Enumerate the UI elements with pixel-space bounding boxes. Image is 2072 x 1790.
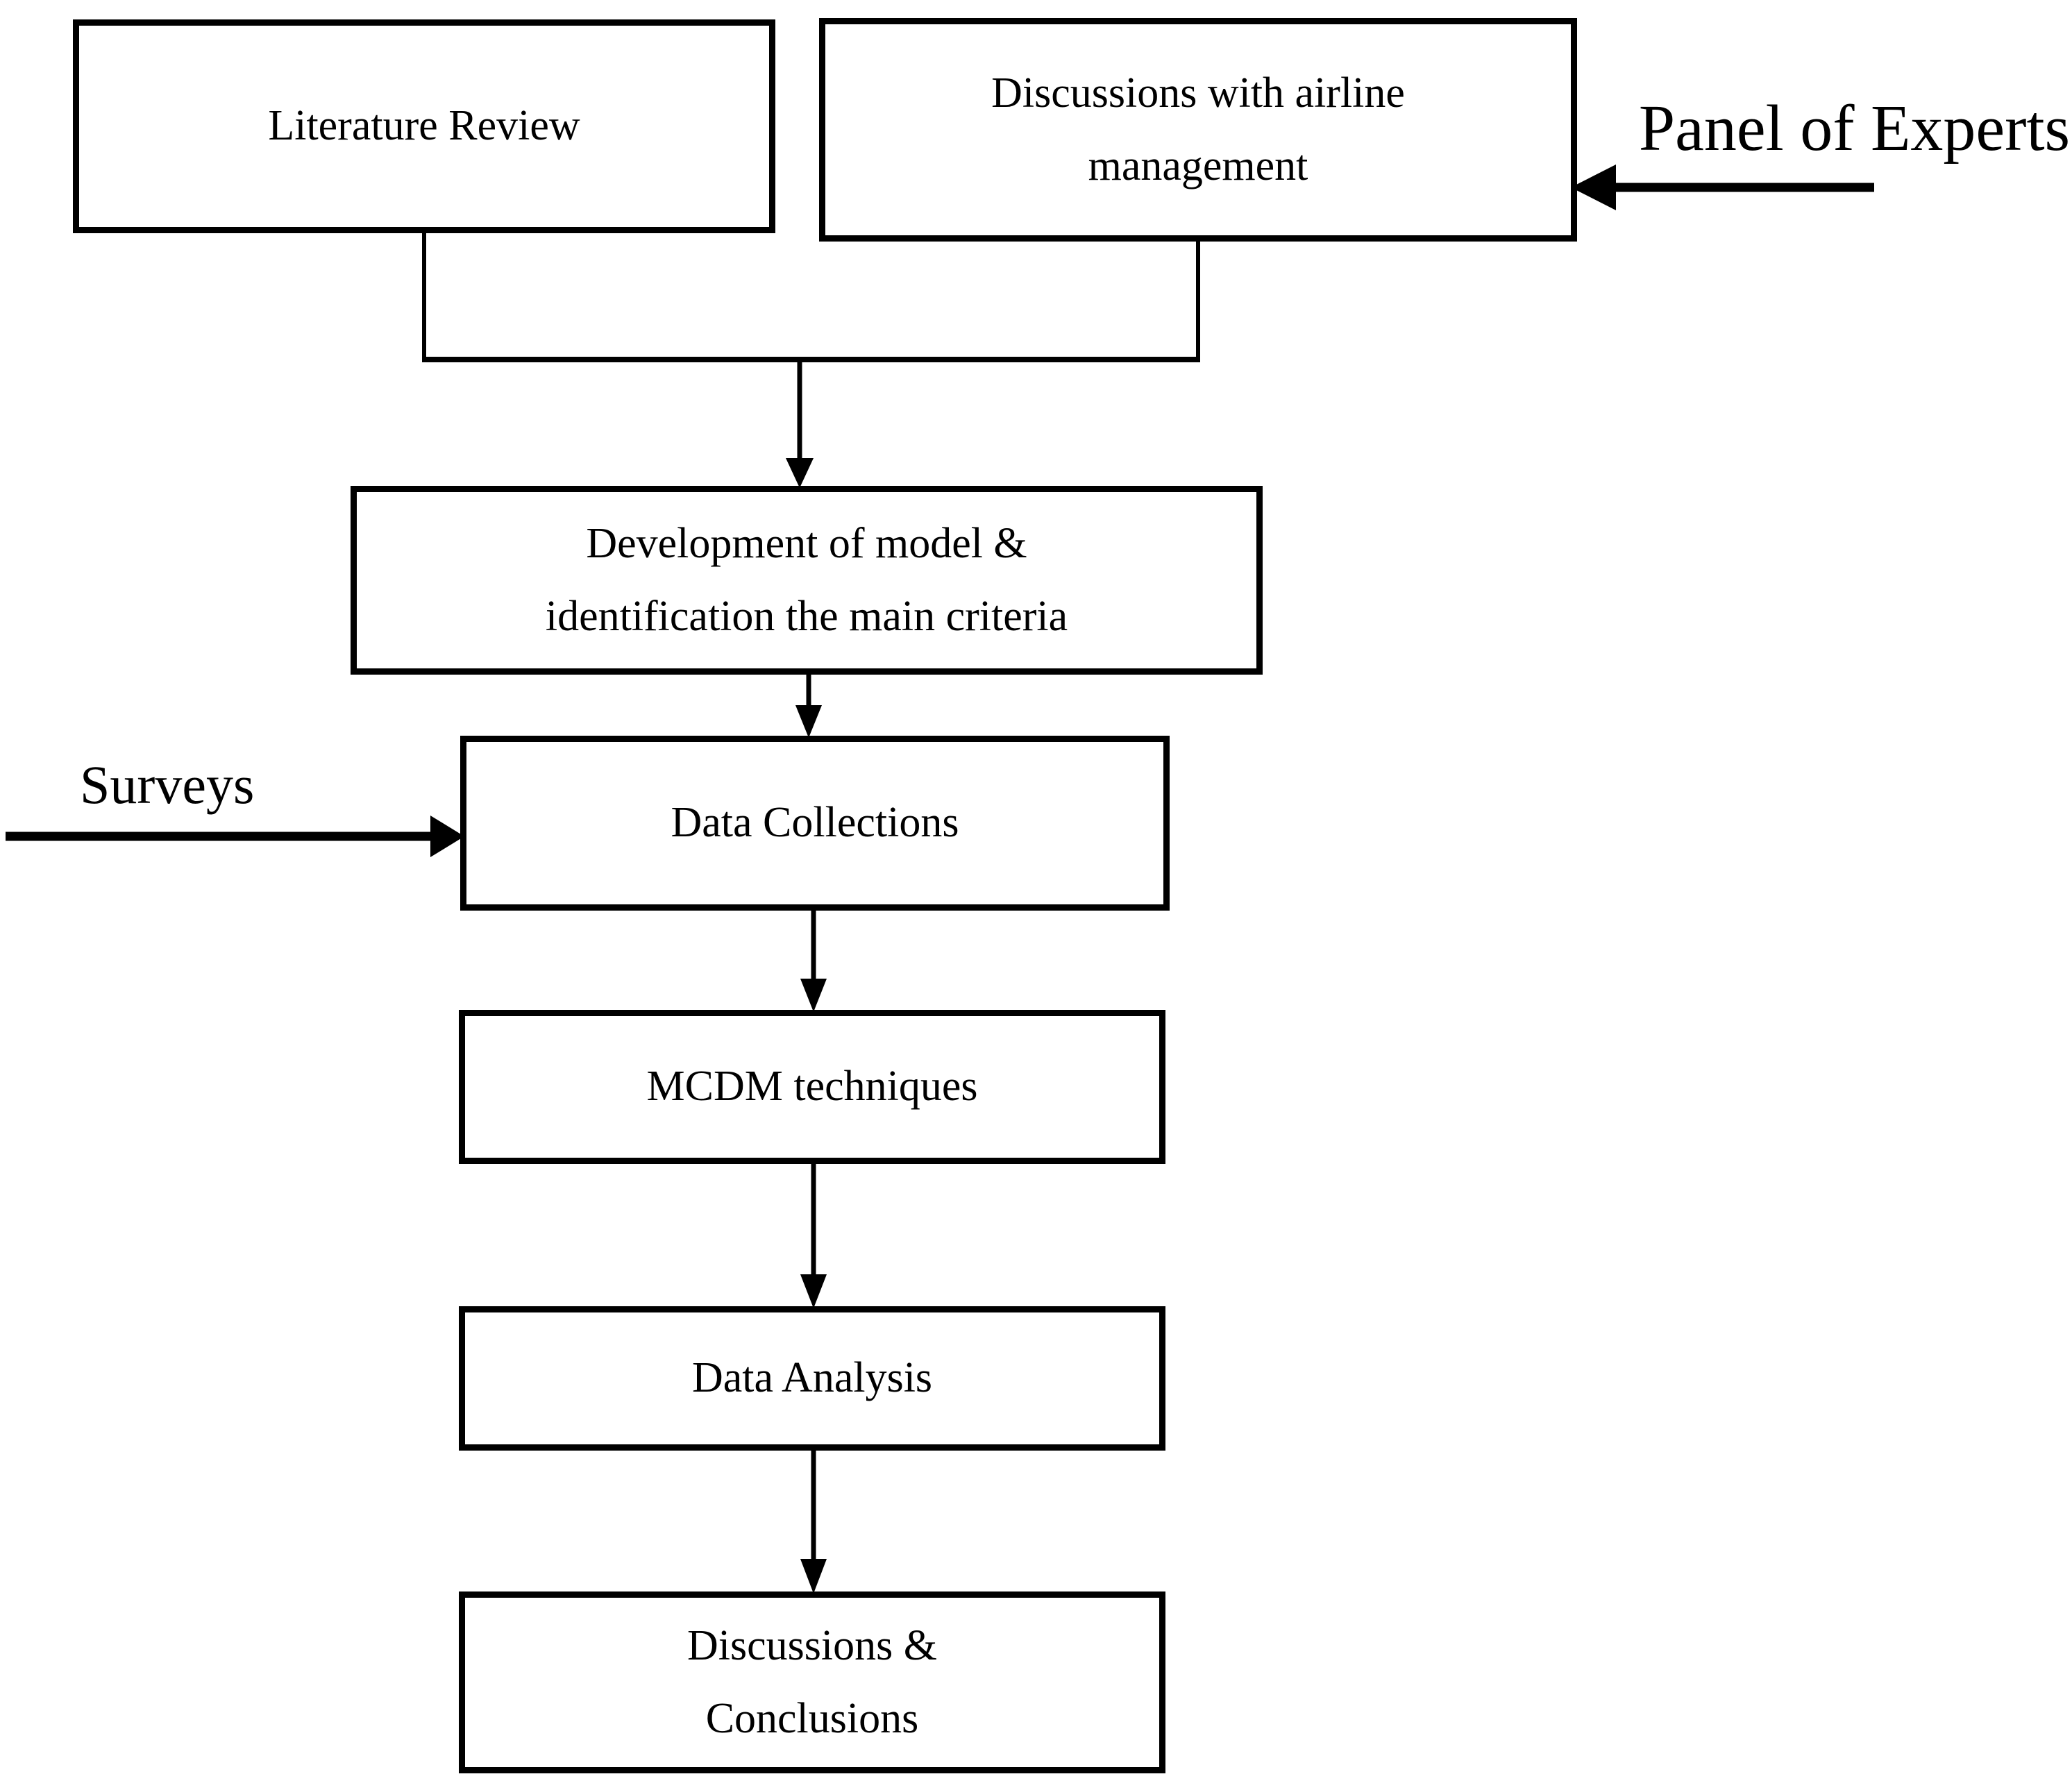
node-label-line-2: management	[1088, 142, 1308, 189]
arrowhead-down-icon	[800, 979, 827, 1012]
node-label-line-1: Discussions &	[687, 1621, 937, 1669]
node-label: MCDM techniques	[646, 1063, 978, 1111]
node-discussions-conclusions: Discussions & Conclusions	[459, 1591, 1165, 1773]
node-airline-discussions: Discussions with airline management	[819, 18, 1577, 242]
surveys-arrow	[6, 816, 464, 857]
arrow-to-data-analysis	[800, 1164, 827, 1308]
arrowhead-down-icon	[800, 1274, 827, 1308]
arrowhead-right-icon	[430, 816, 464, 857]
surveys-label: Surveys	[80, 754, 255, 815]
arrow-to-data-collections	[795, 675, 822, 738]
node-data-collections: Data Collections	[460, 736, 1170, 911]
arrow-to-model-development	[786, 360, 814, 488]
node-label: Literature Review	[268, 102, 580, 150]
node-literature-review: Literature Review	[73, 19, 775, 233]
arrow-to-mcdm-techniques	[800, 911, 827, 1012]
arrowhead-down-icon	[786, 458, 814, 488]
node-label-line-2: Conclusions	[705, 1695, 919, 1742]
node-label-line-1: Development of model &	[586, 519, 1027, 567]
merge-connector	[422, 233, 1200, 362]
node-model-development: Development of model & identification th…	[351, 486, 1263, 675]
panel-of-experts-arrow	[1571, 164, 1874, 210]
arrowhead-left-icon	[1571, 164, 1616, 210]
node-label: Data Analysis	[691, 1354, 933, 1402]
arrow-to-conclusions	[800, 1451, 827, 1594]
node-data-analysis: Data Analysis	[459, 1306, 1165, 1451]
node-label-line-2: identification the main criteria	[545, 593, 1068, 640]
arrowhead-down-icon	[800, 1559, 827, 1594]
node-label-line-1: Discussions with airline	[991, 69, 1405, 117]
arrowhead-down-icon	[795, 705, 822, 738]
panel-of-experts-label: Panel of Experts	[1638, 92, 2071, 164]
node-label: Data Collections	[671, 799, 959, 847]
node-mcdm-techniques: MCDM techniques	[459, 1010, 1165, 1164]
